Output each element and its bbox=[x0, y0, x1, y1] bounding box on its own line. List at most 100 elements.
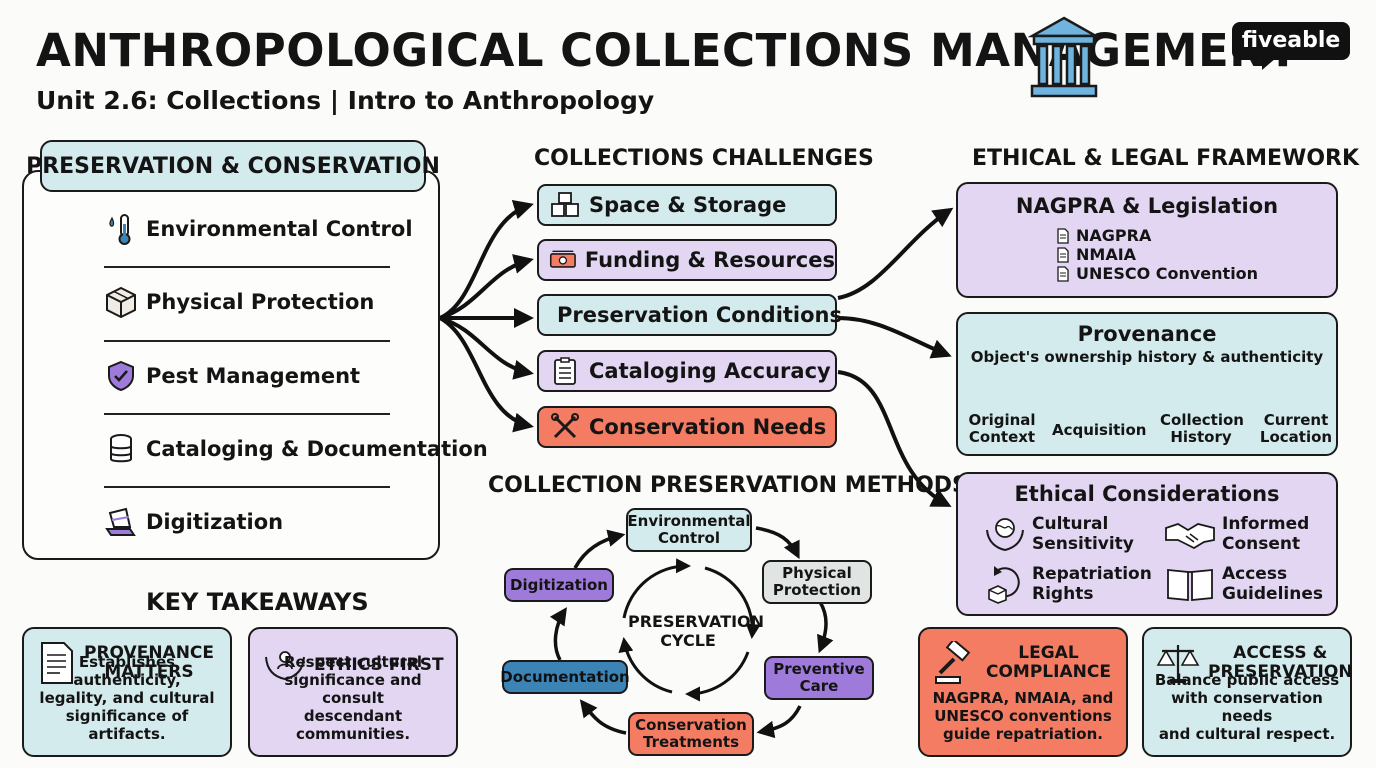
provenance-step-original-context: Original Context bbox=[966, 412, 1038, 446]
cycle-center-label: PRESERVATION CYCLE bbox=[628, 612, 764, 650]
divider bbox=[104, 340, 390, 342]
challenge-label: Space & Storage bbox=[589, 193, 787, 217]
challenge-label: Cataloging Accuracy bbox=[589, 359, 831, 383]
cycle-node-label: Preventive bbox=[773, 660, 865, 678]
legislation-item-label: NMAIA bbox=[1076, 245, 1137, 264]
takeaway-heading: ACCESS & PRESERVATION bbox=[1156, 641, 1353, 685]
cycle-node-label: Environmental bbox=[627, 512, 751, 530]
takeaway-heading: PROVENANCE MATTERS bbox=[38, 641, 214, 685]
legislation-item-label: UNESCO Convention bbox=[1076, 264, 1259, 283]
takeaway-body: Balance public access with conservation … bbox=[1150, 671, 1344, 743]
takeaway-body-line: and cultural respect. bbox=[1158, 725, 1336, 743]
preservation-item-digitization: Digitization bbox=[104, 505, 283, 539]
challenge-label: Preservation Conditions bbox=[557, 303, 843, 327]
legislation-item-label: NAGPRA bbox=[1076, 226, 1152, 245]
considerations-title: Ethical Considerations bbox=[1014, 482, 1280, 506]
hands-person-icon bbox=[265, 651, 305, 681]
challenge-cataloging-accuracy: Cataloging Accuracy bbox=[537, 350, 837, 392]
takeaway-body-line: significance of artifacts. bbox=[65, 707, 189, 743]
takeaway-body-line: significance and consult bbox=[284, 671, 422, 707]
takeaway-ethics-first: ETHICS FIRST Respect cultural significan… bbox=[248, 627, 458, 757]
provenance-step-current-location: Current Location bbox=[1258, 412, 1334, 446]
legislation-item: NAGPRA bbox=[1056, 226, 1258, 245]
consideration-label: Guidelines bbox=[1222, 584, 1323, 604]
challenge-preservation-conditions: Preservation Conditions bbox=[537, 294, 842, 336]
consideration-repatriation-rights: Repatriation Rights bbox=[984, 564, 1152, 604]
scales-icon bbox=[1156, 645, 1200, 683]
document-icon bbox=[1057, 227, 1069, 244]
takeaway-body-line: Respect cultural bbox=[283, 653, 423, 671]
takeaway-body: Respect cultural significance and consul… bbox=[256, 653, 450, 743]
consideration-informed-consent: Informed Consent bbox=[1164, 514, 1309, 554]
book-icon bbox=[1167, 569, 1213, 601]
takeaway-body-line: Establishes authenticity, bbox=[73, 653, 181, 689]
takeaway-legal-compliance: LEGAL COMPLIANCE NAGPRA, NMAIA, and UNES… bbox=[918, 627, 1128, 757]
takeaway-body-line: Balance public access bbox=[1154, 671, 1340, 689]
consideration-cultural-sensitivity: Cultural Sensitivity bbox=[984, 514, 1134, 554]
takeaway-body-line: descendant communities. bbox=[295, 707, 411, 743]
consideration-access-guidelines: Access Guidelines bbox=[1164, 564, 1323, 604]
takeaway-body-line: guide repatriation. bbox=[943, 725, 1103, 743]
clipboard-icon bbox=[554, 357, 576, 385]
ethics-title: ETHICAL & LEGAL FRAMEWORK bbox=[972, 146, 1360, 171]
boxes-icon bbox=[551, 192, 579, 217]
preservation-panel bbox=[22, 170, 440, 560]
preservation-item-label: Cataloging & Documentation bbox=[146, 437, 488, 461]
takeaway-heading: LEGAL COMPLIANCE bbox=[934, 641, 1111, 685]
nagpra-title: NAGPRA & Legislation bbox=[1015, 194, 1279, 218]
takeaway-title: ACCESS & bbox=[1233, 643, 1328, 663]
museum-icon bbox=[1028, 16, 1100, 98]
provenance-step-label: Collection bbox=[1160, 411, 1244, 429]
preservation-item-pest-management: Pest Management bbox=[104, 359, 360, 393]
takeaway-title: PROVENANCE bbox=[84, 643, 215, 663]
database-icon bbox=[110, 434, 132, 463]
ethical-considerations-box: Ethical Considerations bbox=[956, 472, 1338, 616]
preservation-item-cataloging: Cataloging & Documentation bbox=[104, 432, 488, 466]
package-icon bbox=[106, 286, 136, 319]
consideration-label: Informed bbox=[1222, 514, 1310, 534]
provenance-step-acquisition: Acquisition bbox=[1052, 421, 1146, 439]
takeaways-title: KEY TAKEAWAYS bbox=[146, 588, 369, 616]
takeaway-body: NAGPRA, NMAIA, and UNESCO conventions gu… bbox=[926, 689, 1120, 743]
methods-title: COLLECTION PRESERVATION METHODS bbox=[488, 473, 968, 498]
nagpra-legislation-box: NAGPRA & Legislation NAGPRA NMAIA UNESCO… bbox=[956, 182, 1338, 298]
consideration-label: Access bbox=[1222, 564, 1288, 584]
takeaway-title: COMPLIANCE bbox=[986, 662, 1111, 682]
preservation-item-label: Digitization bbox=[146, 510, 284, 534]
preservation-item-label: Physical Protection bbox=[146, 290, 375, 314]
document-icon bbox=[1057, 246, 1069, 263]
provenance-step-label: Acquisition bbox=[1052, 421, 1147, 439]
hands-globe-icon bbox=[986, 518, 1024, 552]
tools-icon bbox=[551, 413, 579, 439]
gavel-icon bbox=[935, 641, 971, 684]
provenance-subtitle: Object's ownership history & authenticit… bbox=[970, 348, 1324, 366]
consideration-label: Consent bbox=[1222, 534, 1301, 554]
divider bbox=[104, 486, 390, 488]
fiveable-logo: fiveable bbox=[1232, 22, 1350, 70]
takeaway-body-line: legality, and cultural bbox=[39, 689, 215, 707]
divider bbox=[104, 266, 390, 268]
legislation-item: UNESCO Convention bbox=[1056, 264, 1258, 283]
divider bbox=[104, 413, 390, 415]
consideration-label: Cultural bbox=[1032, 514, 1109, 534]
consideration-label: Repatriation bbox=[1032, 564, 1152, 584]
cycle-center-line: CYCLE bbox=[660, 631, 716, 650]
cycle-node-label: Conservation bbox=[635, 716, 747, 734]
takeaway-title: ETHICS FIRST bbox=[314, 654, 444, 675]
cycle-node-label: Protection bbox=[772, 581, 862, 599]
provenance-step-label: History bbox=[1170, 428, 1232, 446]
challenge-space-storage: Space & Storage bbox=[537, 184, 837, 226]
cycle-node-label: Treatments bbox=[642, 733, 740, 751]
provenance-step-label: Original bbox=[968, 411, 1036, 429]
money-icon bbox=[549, 250, 576, 268]
provenance-step-collection-history: Collection History bbox=[1160, 411, 1244, 446]
cycle-node-label: Care bbox=[799, 677, 839, 695]
takeaway-title: MATTERS bbox=[104, 662, 194, 682]
takeaway-body-line: UNESCO conventions bbox=[934, 707, 1112, 725]
cycle-node-documentation: Documentation bbox=[500, 660, 630, 694]
document-icon bbox=[1057, 265, 1069, 282]
challenge-conservation-needs: Conservation Needs bbox=[537, 406, 837, 448]
return-box-icon bbox=[988, 566, 1020, 604]
